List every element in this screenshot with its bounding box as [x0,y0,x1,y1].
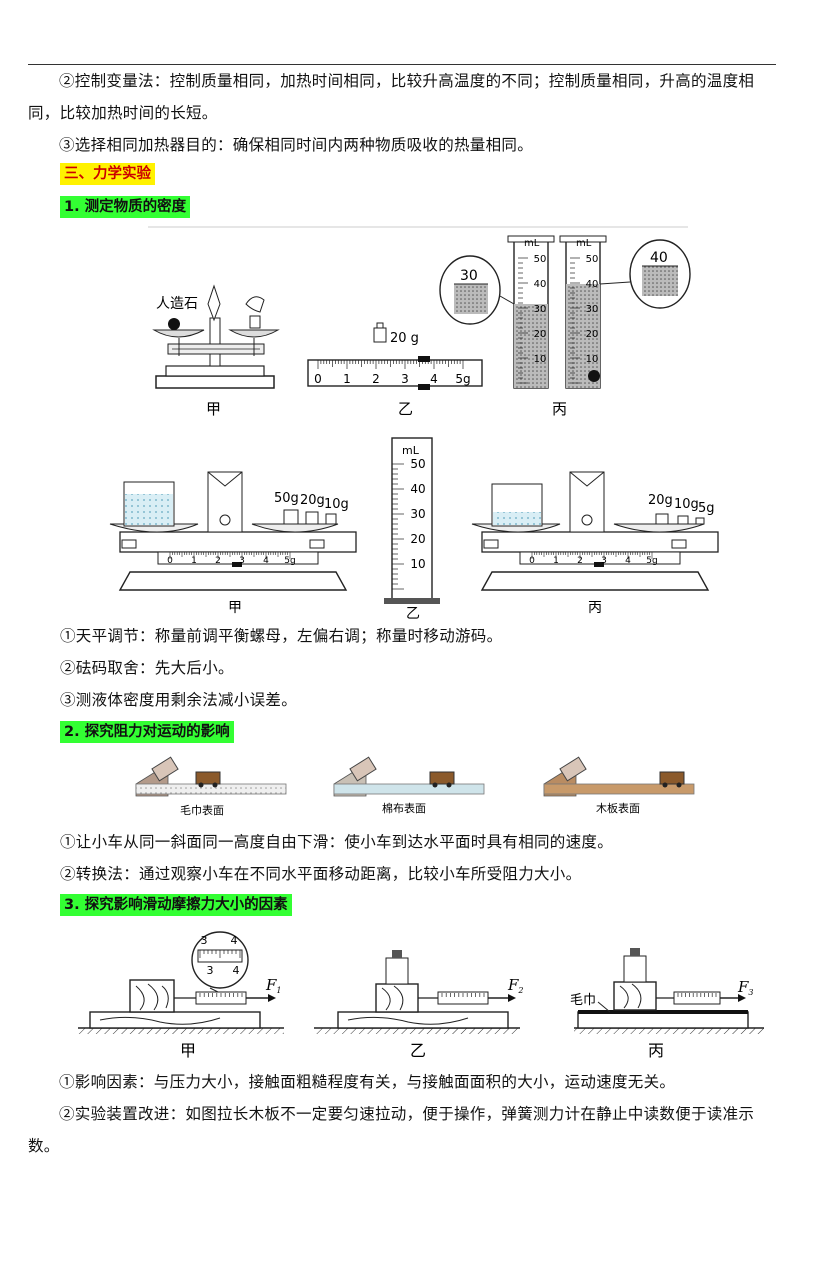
force-label-f1: F1 [265,976,282,995]
label-yi-2: 乙 [406,606,420,622]
balance-tick-label: 1 [553,556,559,566]
zoom-right-reading: 40 [650,250,668,266]
rider-scale-figure [307,322,483,390]
section-heading-mechanics: 三、力学实验 [60,163,155,185]
balance-tick-label: 2 [215,556,221,566]
subheading-resistance: 2. 探究阻力对运动的影响 [60,721,234,743]
weight-5g-right: 5g [698,501,715,516]
rider-tick-label: 4 [430,372,438,386]
force-label-f2: F2 [507,976,524,995]
balance-tick-label: 5g [646,556,657,566]
rider-tick-label: 3 [401,372,409,386]
tall-cyl-unit: mL [402,444,420,457]
dial-tick-label: 3 [207,964,214,977]
cylinder-tick-label: 40 [586,279,599,290]
weight-20g-left: 20g [300,493,325,508]
paragraph-heater: ③选择相同加热器目的：确保相同时间内两种物质吸收的热量相同。 [59,136,534,154]
weight-50g: 50g [274,491,299,506]
balance-tick-label: 2 [577,556,583,566]
cylinder-tick-label: 30 [534,304,547,315]
zoom-bubble-right [599,239,691,309]
cylinder-tick-label: 50 [586,254,599,265]
balance-tick-label: 3 [601,556,607,566]
weight-10g-left: 10g [324,497,349,512]
dial-tick-label: 3 [201,934,208,947]
tall-cylinder-tick-label: 40 [410,482,425,496]
resistance-figure: 毛巾表面 棉布表面 木板表面 [135,756,695,817]
friction-figure: 3 4 3 4 F1 甲 F2 乙 毛巾 F3 丙 [78,931,764,1060]
liquid-balance-left [109,471,357,591]
stone-balance [152,284,280,389]
cylinder-tick-label: 10 [534,354,547,365]
paragraph-balance-adjust: ①天平调节：称量前调平衡螺母，左偏右调；称量时移动游码。 [60,627,503,645]
friction-setup-yi [314,950,520,1034]
label-bing-1: 丙 [552,400,567,418]
balance-tick-label: 5g [284,556,295,566]
density-stone-figure: 人造石 甲 20 g 0 1 2 3 4 5g 乙 mL mL 50 40 30 20 10 50 4… [148,226,691,418]
paragraph-same-height: ①让小车从同一斜面同一高度自由下滑：使小车到达水平面时具有相同的速度。 [60,833,614,851]
balance-tick-label: 0 [529,556,535,566]
subheading-friction: 3. 探究影响滑动摩擦力大小的因素 [60,894,292,916]
label-yi-1: 乙 [398,400,413,418]
paragraph-liquid-density: ③测液体密度用剩余法减小误差。 [60,691,298,709]
cyl1-unit: mL [524,238,540,249]
label-bing-3: 丙 [648,1041,664,1060]
weight-20g-right: 20g [648,493,673,508]
label-jia-2: 甲 [228,600,242,616]
subheading-density: 1. 测定物质的密度 [60,196,191,218]
label-weight-20g: 20 g [390,331,419,346]
zoom-bubble-left [439,255,515,325]
label-towel-surface: 毛巾表面 [180,803,224,817]
balance-tick-label: 4 [263,556,269,566]
tall-cylinder-tick-label: 50 [410,457,425,471]
paragraph-weights: ②砝码取舍：先大后小。 [60,659,234,677]
cylinder-tick-label: 30 [586,304,599,315]
rider-tick-label: 5g [455,372,470,386]
label-cotton-surface: 棉布表面 [382,801,426,815]
label-jia-1: 甲 [206,400,221,418]
cylinder-tick-label: 10 [586,354,599,365]
dial-tick-label: 4 [233,964,240,977]
paragraph-influence-factors: ①影响因素：与压力大小，接触面粗糙程度有关，与接触面面积的大小，运动速度无关。 [59,1073,676,1091]
paragraph-improvement: ②实验装置改进：如图拉长木板不一定要匀速拉动，便于操作，弹簧测力计在静止中读数便… [28,1105,755,1155]
friction-setup-bing [574,948,764,1034]
cyl2-unit: mL [576,238,592,249]
label-bing-2: 丙 [588,600,602,616]
rider-tick-label: 1 [343,372,351,386]
label-wood-surface: 木板表面 [596,801,640,815]
rider-tick-label: 2 [372,372,380,386]
balance-tick-label: 4 [625,556,631,566]
rider-tick-label: 0 [314,372,322,386]
tall-cylinder [384,437,440,604]
top-rule [28,64,776,65]
label-artificial-stone: 人造石 [156,296,198,312]
balance-tick-label: 0 [167,556,173,566]
cylinder-tick-label: 20 [586,329,599,340]
cylinder-tick-label: 20 [534,329,547,340]
graduated-cylinders [507,235,607,389]
label-towel: 毛巾 [570,993,596,1008]
weight-10g-right: 10g [674,497,699,512]
balance-tick-label: 1 [191,556,197,566]
tall-cylinder-tick-label: 10 [410,557,425,571]
wood-surface-track [543,756,695,797]
force-label-f3: F3 [737,978,754,997]
cotton-surface-track [333,756,485,797]
towel-surface-track [135,756,287,797]
paragraph-conversion-method: ②转换法：通过观察小车在不同水平面移动距离，比较小车所受阻力大小。 [60,865,582,883]
friction-setup-jia [78,931,284,1034]
label-yi-3: 乙 [410,1041,426,1060]
dial-tick-label: 4 [231,934,238,947]
zoom-left-reading: 30 [460,268,478,284]
tall-cylinder-tick-label: 20 [410,532,425,546]
balance-tick-label: 3 [239,556,245,566]
cylinder-tick-label: 40 [534,279,547,290]
cylinder-tick-label: 50 [534,254,547,265]
label-jia-3: 甲 [180,1041,196,1060]
liquid-balance-right [471,471,719,591]
tall-cylinder-tick-label: 30 [410,507,425,521]
paragraph-control-variable: ②控制变量法：控制质量相同，加热时间相同，比较升高温度的不同；控制质量相同，升高… [28,72,755,122]
